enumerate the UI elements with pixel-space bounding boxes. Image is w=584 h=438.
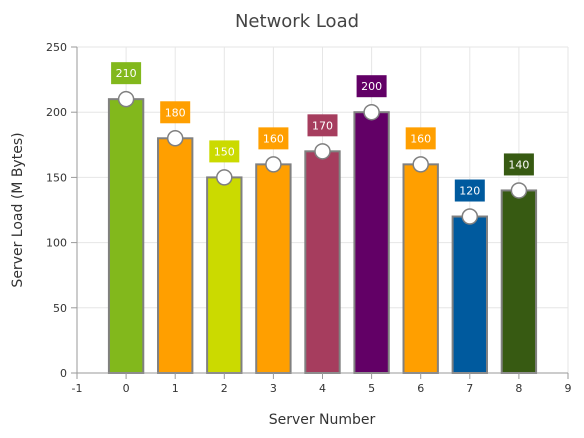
data-label-box xyxy=(503,153,534,176)
bars xyxy=(107,98,538,374)
y-tick-label: 200 xyxy=(46,106,67,119)
x-tick-label: 8 xyxy=(515,382,522,395)
data-point-marker xyxy=(265,156,282,173)
bar xyxy=(500,189,538,374)
y-tick-label: 250 xyxy=(46,41,67,54)
data-point-marker xyxy=(117,90,135,108)
y-tick-label: 150 xyxy=(46,171,67,184)
data-label-box xyxy=(356,75,387,98)
bar xyxy=(353,111,390,374)
bar xyxy=(206,176,243,374)
y-axis-title: Server Load (M Bytes) xyxy=(10,132,26,287)
data-label: 200 xyxy=(361,80,382,93)
x-tick-label: -1 xyxy=(72,382,83,395)
data-label-box xyxy=(258,127,289,150)
x-tick-label: 2 xyxy=(221,382,228,395)
data-label: 160 xyxy=(410,132,431,145)
x-tick-label: 1 xyxy=(172,382,179,395)
data-label: 210 xyxy=(116,67,137,80)
data-point-marker xyxy=(216,169,233,186)
bar xyxy=(402,163,439,374)
markers xyxy=(117,90,528,225)
data-point-marker xyxy=(510,182,528,199)
data-label-box xyxy=(111,62,142,85)
data-label-box xyxy=(160,101,191,124)
x-tick-label: 4 xyxy=(319,382,326,395)
data-label-box xyxy=(307,114,338,137)
x-axis-title: Server Number xyxy=(269,412,376,428)
x-tick-label: 0 xyxy=(123,382,130,395)
bar xyxy=(304,150,341,374)
x-tick-label: 5 xyxy=(368,382,375,395)
data-label: 170 xyxy=(312,119,333,132)
x-tick-label: 6 xyxy=(417,382,424,395)
data-label: 160 xyxy=(263,132,284,145)
x-tick-label: 3 xyxy=(270,382,277,395)
data-label: 140 xyxy=(508,158,529,171)
y-tick-label: 0 xyxy=(60,367,67,380)
y-tick-label: 100 xyxy=(46,237,67,250)
axes: 0 50 100 150 200 250 -1 0 1 2 3 4 5 6 7 8 9 xyxy=(46,41,572,395)
data-label: 180 xyxy=(165,106,186,119)
data-label: 150 xyxy=(214,145,235,158)
data-label-box xyxy=(209,140,240,163)
data-label-box xyxy=(405,127,436,150)
bar xyxy=(451,215,488,374)
data-point-marker xyxy=(314,143,331,160)
data-point-marker xyxy=(412,156,429,173)
bar xyxy=(107,98,145,374)
bar xyxy=(157,137,194,374)
y-tick-label: 50 xyxy=(53,302,67,315)
chart-title: Network Load xyxy=(235,11,359,32)
data-labels: 210 180 150 160 170 200 160 120 140 xyxy=(111,62,534,202)
x-tick-label: 7 xyxy=(466,382,473,395)
data-label-box xyxy=(454,179,485,202)
data-point-marker xyxy=(166,130,184,147)
data-label: 120 xyxy=(459,185,480,198)
x-tick-label: 9 xyxy=(565,382,572,395)
data-point-marker xyxy=(363,103,380,121)
bar xyxy=(255,163,292,374)
data-point-marker xyxy=(461,208,479,225)
